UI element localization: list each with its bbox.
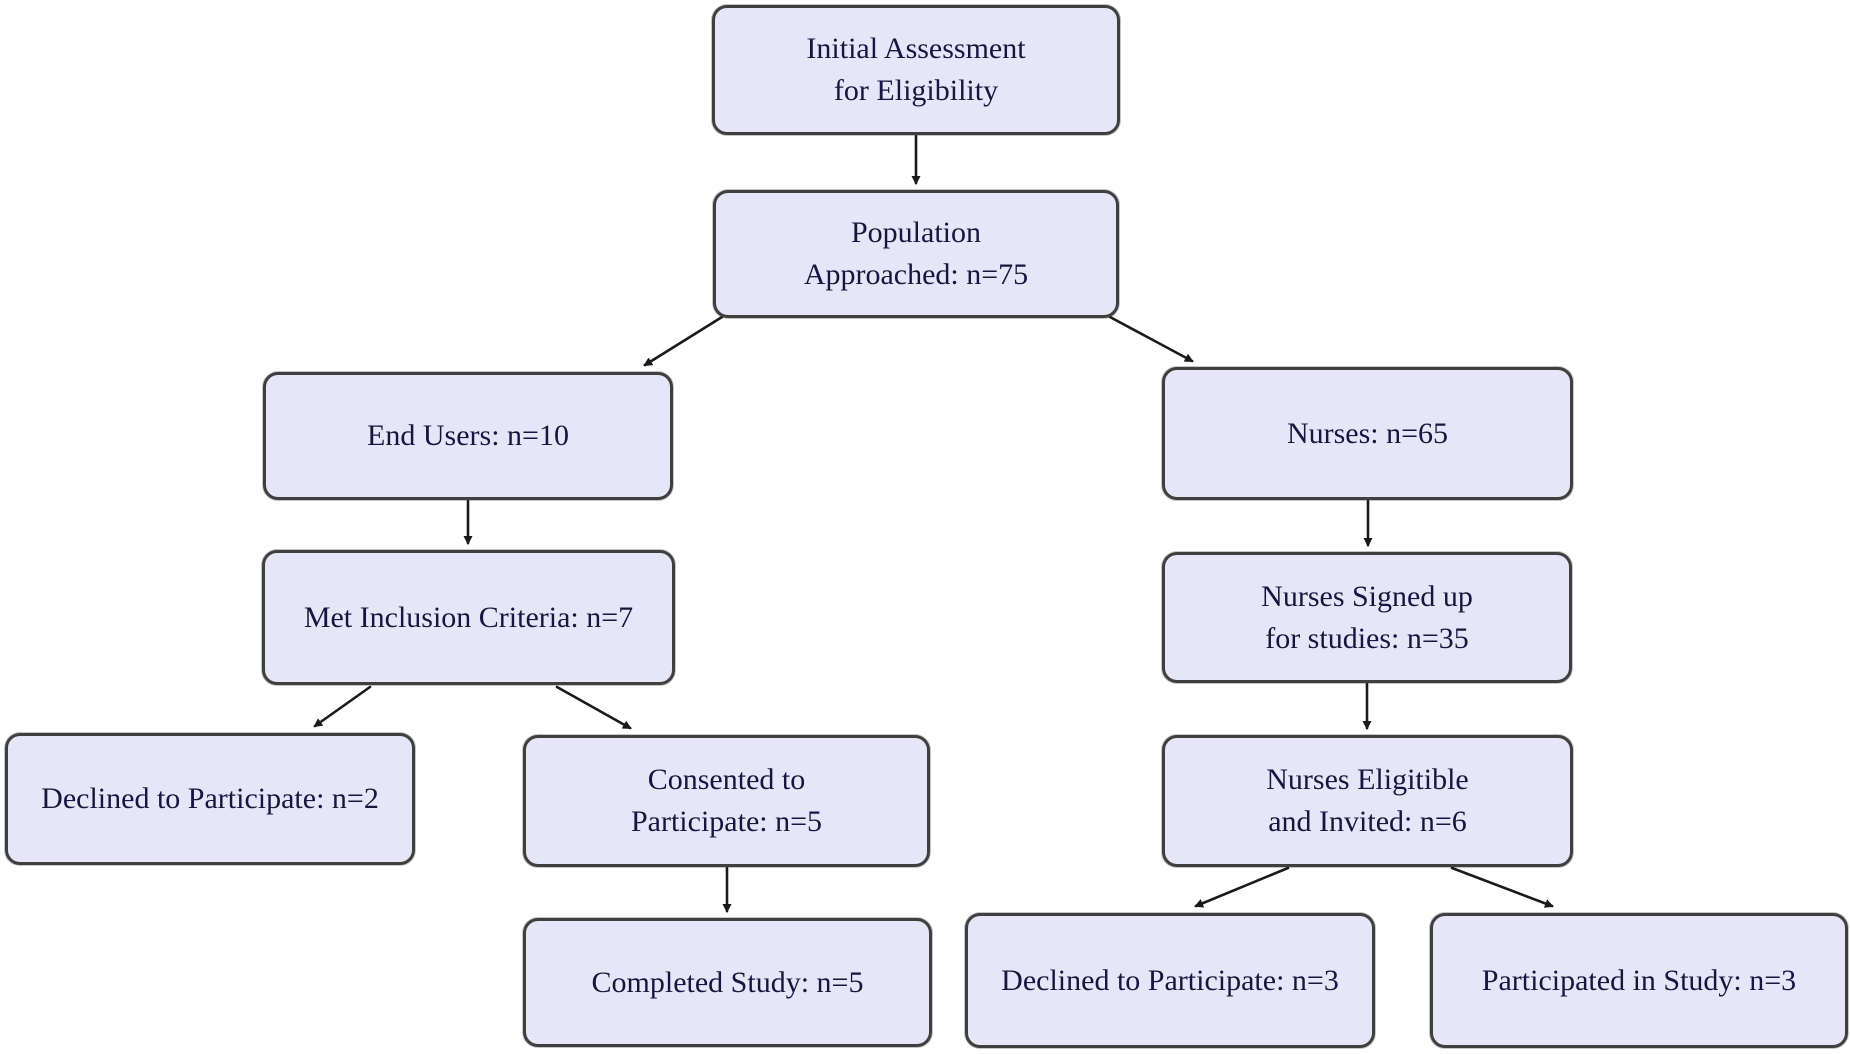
- node-nurses-signed-up: Nurses Signed up for studies: n=35: [1162, 552, 1572, 683]
- edge-eligible-to-participated: [1450, 866, 1554, 908]
- node-declined-end-users: Declined to Participate: n=2: [5, 733, 415, 865]
- node-consented-participate: Consented to Participate: n=5: [523, 735, 930, 867]
- node-declined-nurses: Declined to Participate: n=3: [965, 913, 1375, 1048]
- node-met-inclusion-criteria: Met Inclusion Criteria: n=7: [262, 550, 675, 685]
- node-participated-study: Participated in Study: n=3: [1430, 913, 1848, 1048]
- edge-population-to-end-users: [643, 315, 724, 367]
- node-end-users: End Users: n=10: [263, 372, 673, 500]
- node-nurses: Nurses: n=65: [1162, 367, 1573, 500]
- edge-population-to-nurses: [1108, 315, 1194, 363]
- node-initial-assessment: Initial Assessment for Eligibility: [712, 5, 1120, 135]
- edge-met-inclusion-to-declined2: [313, 685, 372, 728]
- node-nurses-eligible-invited: Nurses Eligitible and Invited: n=6: [1162, 735, 1573, 867]
- node-completed-study: Completed Study: n=5: [523, 918, 932, 1047]
- edge-eligible-to-declined3: [1194, 866, 1290, 908]
- node-population-approached: Population Approached: n=75: [713, 190, 1119, 318]
- edge-met-inclusion-to-consented: [555, 685, 632, 730]
